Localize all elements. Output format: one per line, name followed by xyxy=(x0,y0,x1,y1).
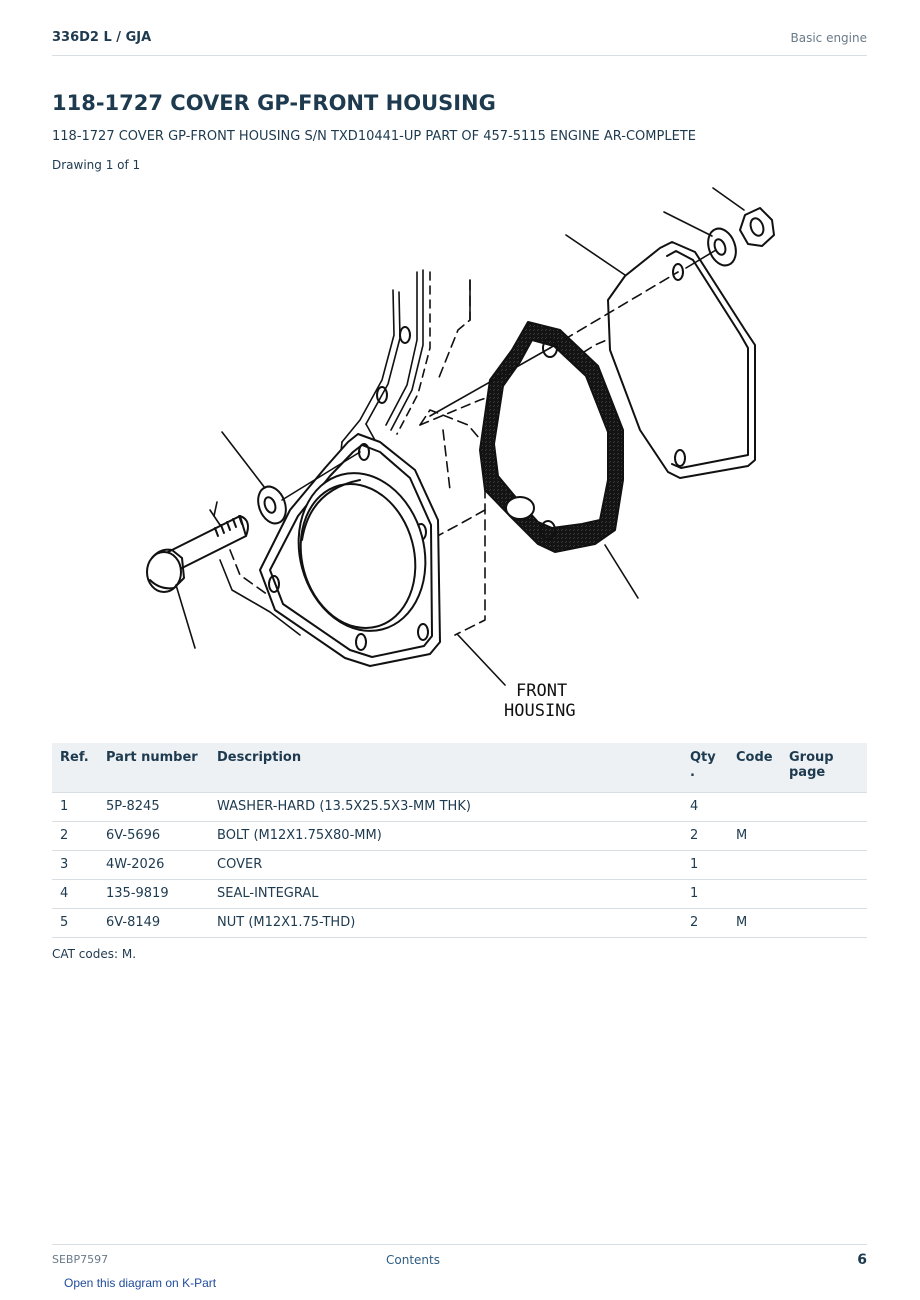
row-group-page xyxy=(781,879,867,909)
table-header-row: Ref. Part number Description Qty . Code … xyxy=(52,743,867,793)
table-row: 4 135-9819 SEAL-INTEGRAL 1 xyxy=(52,879,867,909)
row-part-number: 4W-2026 xyxy=(98,850,209,880)
nut-hex xyxy=(739,207,775,247)
cat-codes-note: CAT codes: M. xyxy=(52,947,137,961)
table-row: 5 6V-8149 NUT (M12X1.75-THD) 2 M xyxy=(52,908,867,938)
housing-cover-dome xyxy=(297,472,427,632)
row-part-number: 5P-8245 xyxy=(98,792,209,822)
row-code xyxy=(728,850,781,880)
washer-near-nut xyxy=(707,227,737,267)
leader-lines xyxy=(175,187,745,686)
drawing-count: Drawing 1 of 1 xyxy=(52,158,141,172)
bolt-hex xyxy=(146,515,249,593)
row-ref: 1 xyxy=(52,792,98,822)
row-code: M xyxy=(728,908,781,938)
row-qty: 2 xyxy=(682,908,728,938)
washer-near-bolt xyxy=(257,485,287,525)
table-row: 1 5P-8245 WASHER-HARD (13.5X25.5X3-MM TH… xyxy=(52,792,867,822)
col-qty: Qty . xyxy=(682,743,728,793)
col-part-number: Part number xyxy=(98,743,209,793)
row-description: COVER xyxy=(209,850,682,880)
row-description: SEAL-INTEGRAL xyxy=(209,879,682,909)
page-header: 336D2 L / GJA Basic engine xyxy=(52,28,867,56)
col-description: Description xyxy=(209,743,682,793)
row-part-number: 6V-8149 xyxy=(98,908,209,938)
exploded-parts-diagram: FRONT HOUSING xyxy=(146,187,775,721)
table-row: 2 6V-5696 BOLT (M12X1.75X80-MM) 2 M xyxy=(52,821,867,851)
cover-plate xyxy=(607,241,756,479)
page-number: 6 xyxy=(857,1252,867,1268)
row-part-number: 135-9819 xyxy=(98,879,209,909)
row-ref: 4 xyxy=(52,879,98,909)
row-group-page xyxy=(781,821,867,851)
col-code: Code xyxy=(728,743,781,793)
row-description: NUT (M12X1.75-THD) xyxy=(209,908,682,938)
page-title: 118-1727 COVER GP-FRONT HOUSING xyxy=(52,91,496,115)
table-row: 3 4W-2026 COVER 1 xyxy=(52,850,867,880)
row-description: BOLT (M12X1.75X80-MM) xyxy=(209,821,682,851)
row-group-page xyxy=(781,850,867,880)
row-description: WASHER-HARD (13.5X25.5X3-MM THK) xyxy=(209,792,682,822)
row-code xyxy=(728,792,781,822)
contents-link[interactable]: Contents xyxy=(386,1253,440,1267)
col-group-page: Group page xyxy=(781,743,867,793)
page-subtitle: 118-1727 COVER GP-FRONT HOUSING S/N TXD1… xyxy=(52,129,696,144)
kpart-link[interactable]: Open this diagram on K-Part xyxy=(64,1276,217,1290)
row-ref: 2 xyxy=(52,821,98,851)
doc-number: SEBP7597 xyxy=(52,1253,109,1266)
row-ref: 3 xyxy=(52,850,98,880)
section-label: Basic engine xyxy=(790,31,867,45)
row-group-page xyxy=(781,908,867,938)
front-housing-label-line1: FRONT xyxy=(516,681,567,701)
page-footer: SEBP7597 Contents 6 xyxy=(52,1244,867,1274)
row-qty: 1 xyxy=(682,850,728,880)
row-part-number: 6V-5696 xyxy=(98,821,209,851)
model-label: 336D2 L / GJA xyxy=(52,30,152,45)
row-qty: 1 xyxy=(682,879,728,909)
seal-integral-gasket xyxy=(479,321,624,553)
assembly-centerlines xyxy=(281,249,717,501)
row-code: M xyxy=(728,821,781,851)
front-housing-label-line2: HOUSING xyxy=(504,701,576,721)
parts-table: Ref. Part number Description Qty . Code … xyxy=(52,743,867,938)
row-code xyxy=(728,879,781,909)
row-group-page xyxy=(781,792,867,822)
row-qty: 4 xyxy=(682,792,728,822)
row-qty: 2 xyxy=(682,821,728,851)
row-ref: 5 xyxy=(52,908,98,938)
col-ref: Ref. xyxy=(52,743,98,793)
